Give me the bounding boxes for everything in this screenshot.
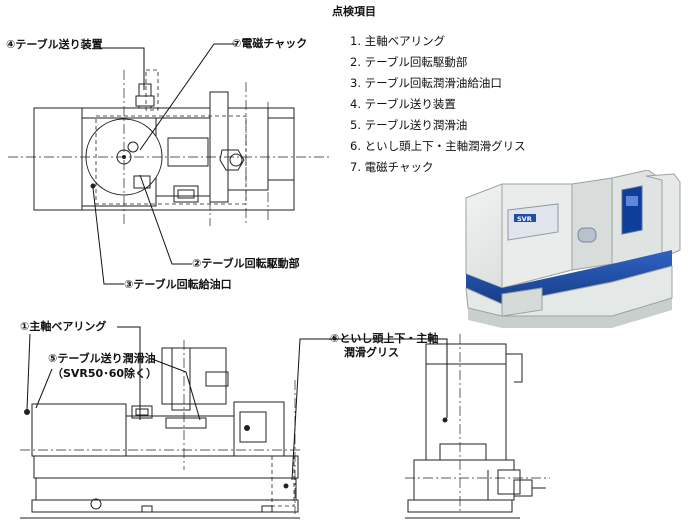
callout-spindle-bearing: ①主軸ベアリング <box>20 319 106 333</box>
top-view-drawing <box>8 69 330 226</box>
callout-wheelhead-grease: ⑥といし頭上下・主軸 <box>330 331 438 345</box>
list-item: 5. テーブル送り潤滑油 <box>350 118 468 132</box>
callout-rotary-drive: ②テーブル回転駆動部 <box>192 256 300 270</box>
list-item: 1. 主軸ベアリング <box>350 34 446 48</box>
inspection-item-list: 1. 主軸ベアリング 2. テーブル回転駆動部 3. テーブル回転潤滑油給油口 … <box>350 31 526 178</box>
page-title: 点検項目 <box>332 5 376 18</box>
machine-brand-label: SVR <box>517 215 532 223</box>
callout-rotary-oil-port: ③テーブル回転給油口 <box>124 277 232 291</box>
callout-table-feed-oil: ⑤テーブル送り潤滑油 <box>48 351 156 365</box>
front-view-drawing <box>20 340 302 519</box>
list-item: 2. テーブル回転駆動部 <box>350 55 468 69</box>
callout-table-feed-oil-note: （SVR50･60除く） <box>52 366 157 380</box>
list-item: 6. といし頭上下・主軸潤滑グリス <box>350 139 526 153</box>
list-item: 3. テーブル回転潤滑油給油口 <box>350 76 502 90</box>
list-item: 4. テーブル送り装置 <box>350 97 456 111</box>
machine-photo: SVR <box>465 170 681 328</box>
callout-table-feed: ④テーブル送り装置 <box>6 37 103 51</box>
leader-lines <box>26 43 448 481</box>
list-item: 7. 電磁チャック <box>350 160 434 174</box>
side-view-drawing <box>405 334 550 519</box>
callout-magnetic-chuck: ⑦電磁チャック <box>232 36 307 50</box>
callout-wheelhead-grease-2: 潤滑グリス <box>344 345 399 359</box>
